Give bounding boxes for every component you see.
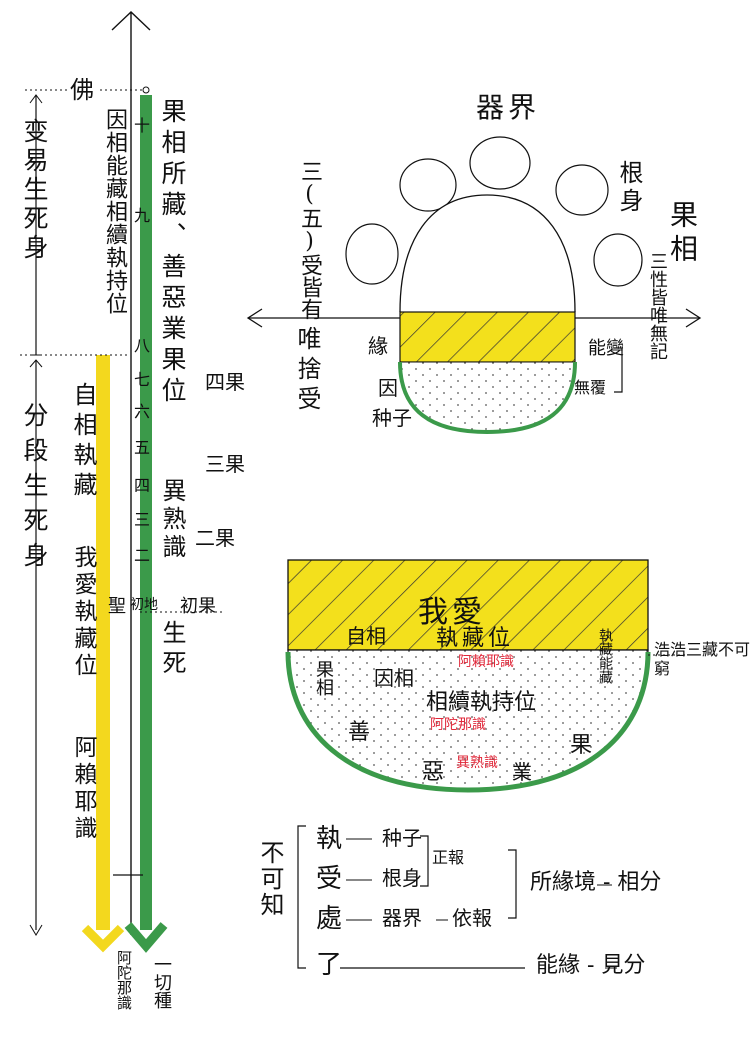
hold-store-red-label: 阿賴耶識: [458, 654, 514, 670]
adana-label: 阿陀那識: [115, 950, 133, 1010]
seeing-aspect-label: 能緣 - 見分: [536, 953, 646, 978]
object-aspect-label: 所緣境 - 相分: [530, 870, 662, 895]
level-label: 三: [134, 510, 151, 529]
vessel-upper: [399, 194, 576, 313]
self-aspect-bowl-label: 自相: [346, 624, 386, 648]
only-indifferent-label: 唯捨受: [293, 326, 321, 416]
level-label: 初地: [130, 597, 158, 613]
continuity-label: 相續執持位: [426, 690, 537, 715]
fruit-side-label: 果相: [313, 660, 334, 696]
list-row-value: 器界: [382, 906, 422, 930]
unobscured-label: 無覆: [574, 378, 607, 397]
sage-label: 聖: [108, 596, 126, 617]
evil-label: 惡: [422, 760, 445, 785]
self-aspect-label: 自相執藏: [69, 382, 97, 502]
fruit3-label: 三果: [205, 452, 245, 476]
level-label: 四: [134, 476, 151, 495]
vast-label: 浩浩三藏不可窮: [654, 640, 751, 679]
level-label: 八: [134, 336, 151, 355]
level-label: 九: [134, 206, 151, 225]
hold-store-label: 執藏位: [436, 626, 515, 651]
three-natures-label: 三性皆唯無記: [647, 252, 668, 360]
vessel-hatched-band: [399, 311, 576, 363]
three-feelings-label: 三(五)受皆有: [297, 160, 322, 320]
cause-label: 因: [378, 376, 398, 400]
conditions-label: 緣: [368, 334, 388, 358]
level-label: 五: [134, 438, 151, 457]
world-bubble: [555, 164, 609, 216]
list-row-key: 執: [316, 824, 343, 854]
ripening-red-label: 異熟識: [456, 755, 498, 771]
root-body-label: 根身: [615, 160, 643, 216]
unknowable-label: 不可知: [256, 840, 284, 918]
green-progress-bar: [140, 95, 152, 930]
list-row-key: 了: [316, 950, 343, 980]
world-bubble: [345, 223, 399, 285]
dependent-reward-label: 依報: [452, 906, 492, 930]
ripening-label: 異熟識: [158, 478, 186, 562]
timeline-top-arrowhead: [111, 11, 151, 31]
fruit-aspect-label: 果相所藏、善惡業果位: [158, 98, 187, 408]
fruit-bowl-label: 果: [570, 733, 593, 758]
transformation-body-label: 变易生死身: [20, 118, 49, 263]
level-label: 六: [134, 402, 151, 421]
fruit1-label: 初果: [180, 596, 216, 617]
continuity-red-label: 阿陀那識: [430, 717, 486, 733]
vessel-seed-region: [399, 361, 576, 433]
list-row-key: 處: [316, 904, 343, 934]
list-row-key: 受: [316, 864, 343, 894]
level-label: 十: [134, 116, 151, 135]
transform-label: 能變: [588, 338, 624, 359]
can-hold-label: 執藏能藏: [597, 628, 613, 684]
world-bubble: [469, 136, 531, 190]
self-love-label: 我愛執藏位: [70, 545, 96, 680]
good-label: 善: [348, 720, 371, 745]
yellow-progress-bar: [96, 355, 110, 930]
world-label: 器界: [476, 91, 541, 124]
alaya-label: 阿賴耶識: [70, 735, 96, 843]
cause-aspect-label: 因相能藏相續執持位: [102, 108, 127, 315]
level-label: 七: [134, 370, 151, 389]
world-bubble: [399, 158, 457, 212]
green-arrowhead: [124, 922, 168, 953]
yellow-arrowhead: [81, 924, 125, 953]
proper-reward-label: 正報: [432, 848, 465, 867]
list-row-value: 种子: [382, 826, 422, 850]
seeds-label: 种子: [372, 406, 412, 430]
list-row-value: 根身: [382, 866, 422, 890]
bowl-hatched-band: [287, 559, 649, 651]
karma-label: 業: [512, 760, 532, 784]
fruit4-label: 四果: [205, 370, 245, 394]
self-love-bowl-label: 我愛: [418, 595, 486, 630]
buddha-label: 佛: [70, 76, 94, 104]
world-bubble: [593, 233, 643, 287]
fruit2-label: 二果: [195, 526, 235, 550]
segmented-body-label: 分段生死身: [20, 402, 49, 577]
all-seeds-label: 一切種: [151, 955, 172, 1009]
level-label: 二: [134, 546, 151, 565]
birth-death-label: 生死: [158, 620, 186, 680]
fruit-aspect-top-label: 果相: [666, 200, 699, 268]
cause-aspect-bowl-label: 因相: [374, 666, 414, 690]
